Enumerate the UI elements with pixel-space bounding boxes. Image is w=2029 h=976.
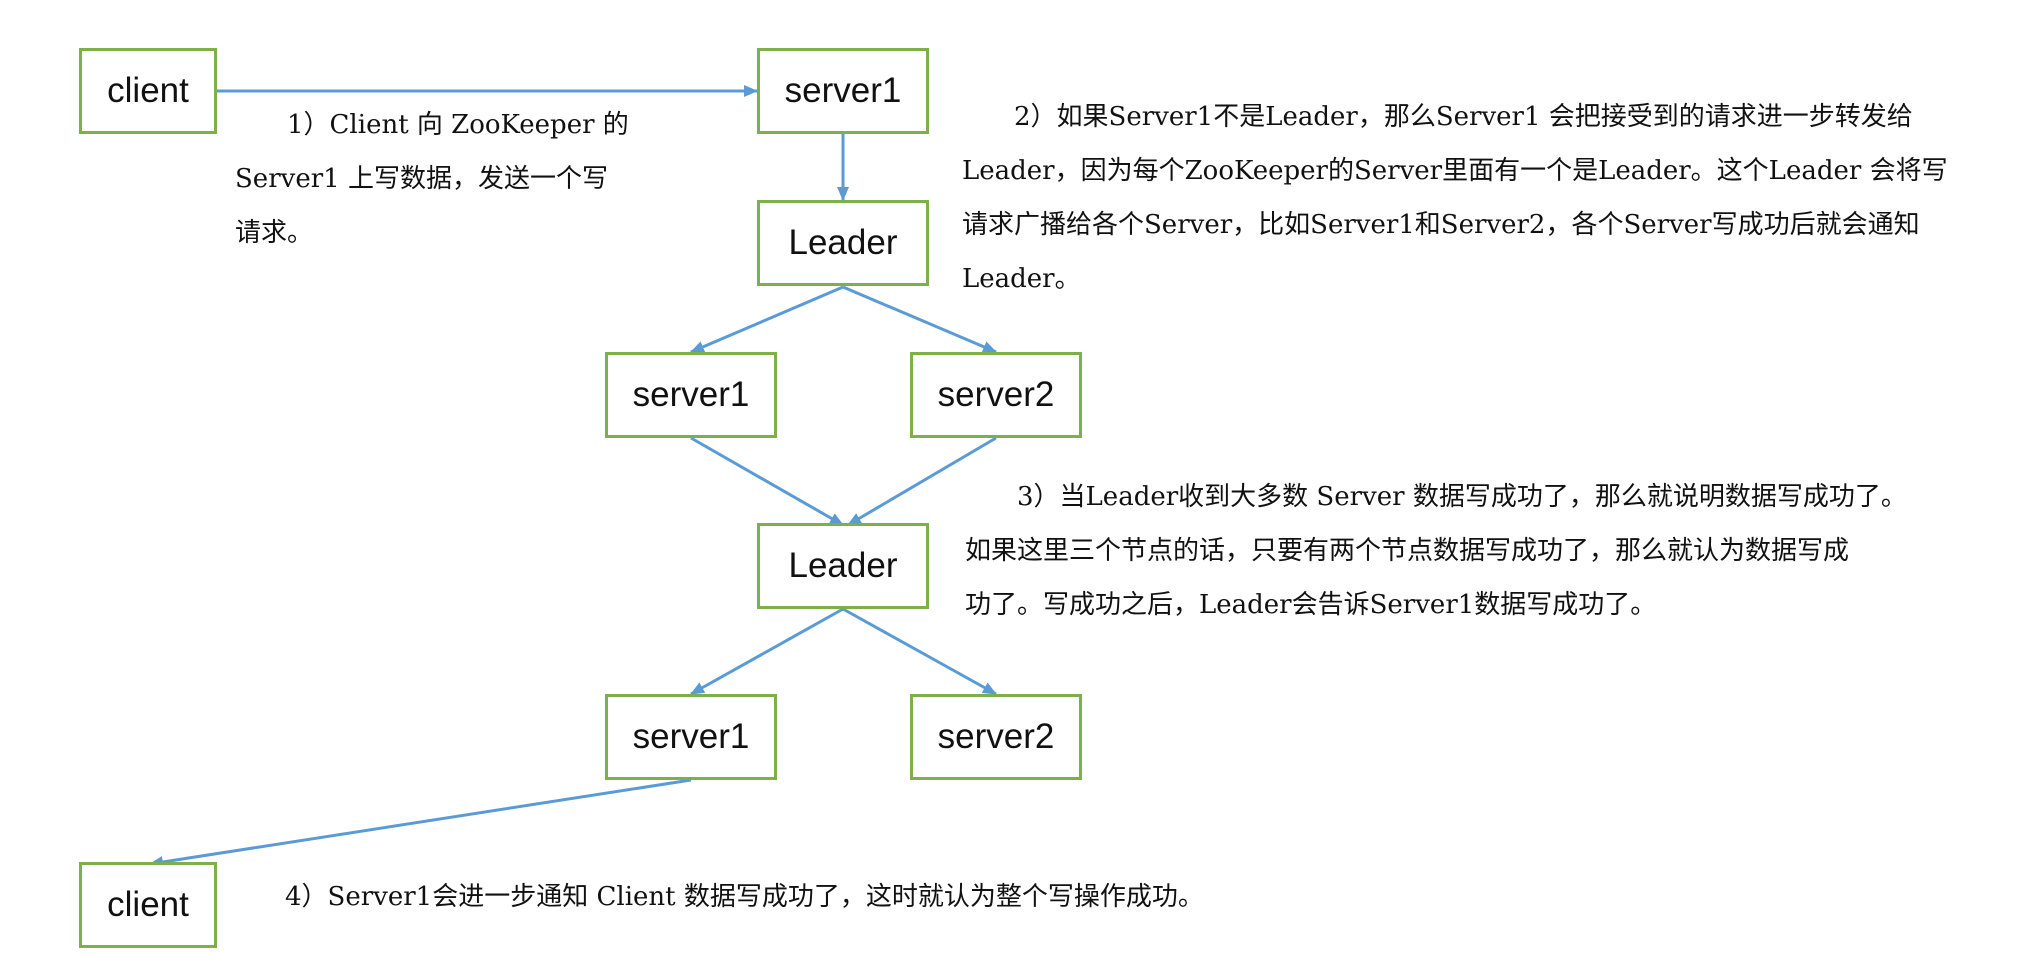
leader-node-top: Leader	[757, 200, 929, 286]
server2-node-bottom: server2	[910, 694, 1082, 780]
arrow-leader-to-server1	[690, 285, 844, 354]
arrow-leader-to-server2-notify	[842, 607, 997, 696]
server1-node-bottom: server1	[605, 694, 777, 780]
arrow-leader-to-server2	[842, 285, 997, 354]
leader-node-mid: Leader	[757, 523, 929, 609]
step1-note: 1）Client 向 ZooKeeper 的 Server1 上写数据，发送一个…	[235, 110, 629, 248]
step4-note: 4）Server1会进一步通知 Client 数据写成功了，这时就认为整个写操作…	[285, 882, 1204, 912]
arrow-server1-to-leader-ack	[690, 436, 844, 527]
step3-note: 3）当Leader收到大多数 Server 数据写成功了，那么就说明数据写成功了…	[965, 482, 1907, 620]
server1-node-mid: server1	[605, 352, 777, 438]
arrow-server2-to-leader-ack	[847, 436, 997, 527]
server1-node-top: server1	[757, 48, 929, 134]
arrow-server1-to-client	[149, 778, 692, 868]
step2-note: 2）如果Server1不是Leader，那么Server1 会把接受到的请求进一…	[962, 102, 1948, 294]
arrow-leader-to-server1-notify	[690, 607, 844, 696]
client-node-bottom: client	[79, 862, 217, 948]
client-node-top: client	[79, 48, 217, 134]
server2-node-mid: server2	[910, 352, 1082, 438]
